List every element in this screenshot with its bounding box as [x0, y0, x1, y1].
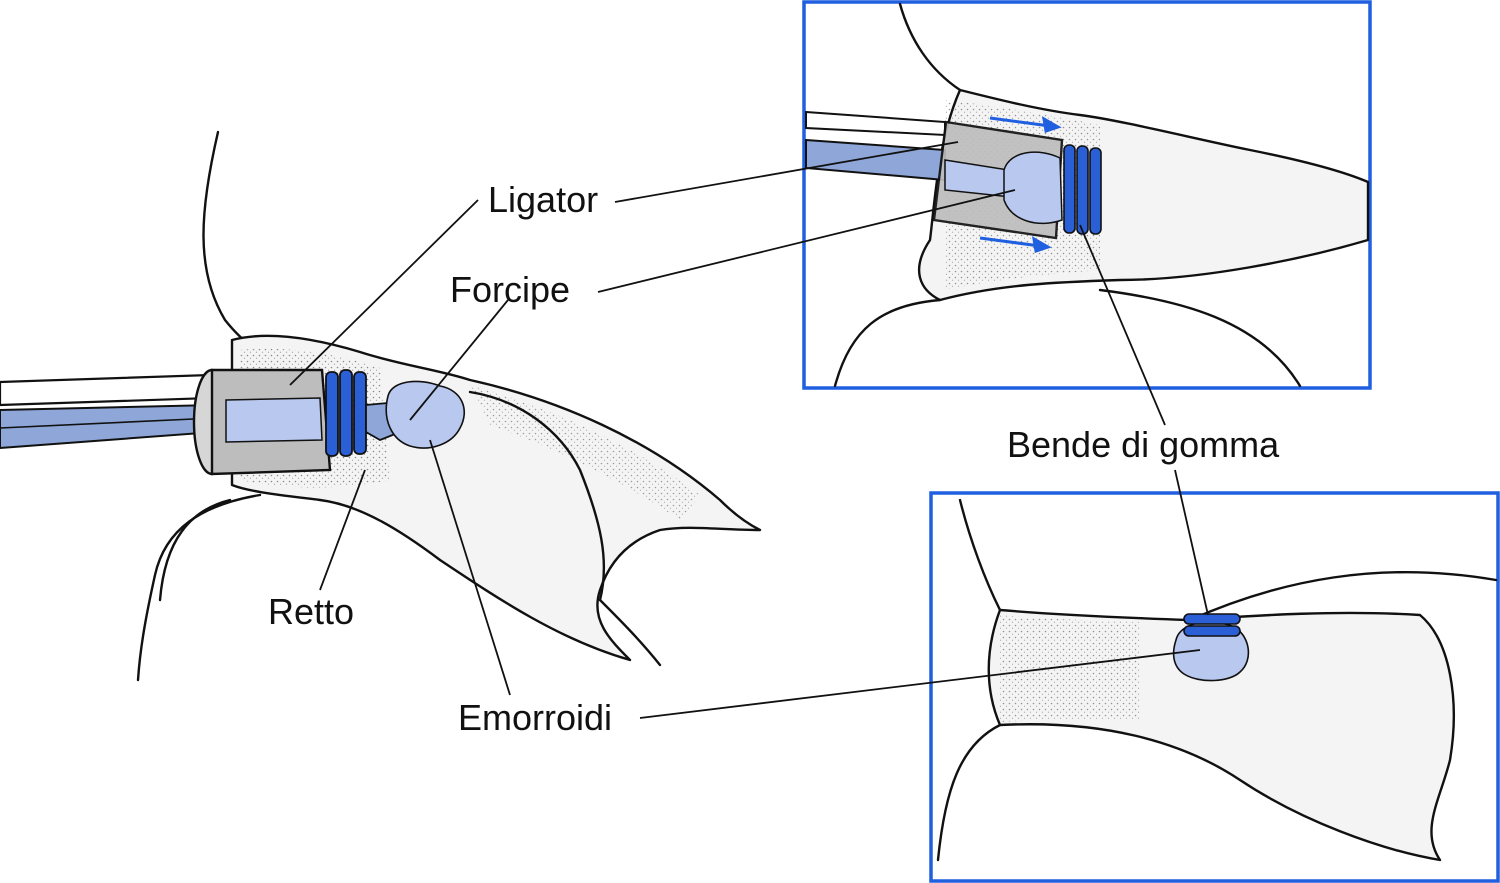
inset-bottom-upper-contour-2	[1188, 570, 1498, 622]
label-ligator: Ligator	[488, 179, 598, 220]
inset-top	[802, 0, 1372, 390]
band-3	[353, 371, 367, 455]
arrow-bottom-line	[979, 236, 1041, 248]
leader-ligator-inset	[614, 141, 959, 203]
forcipe-shaft-line	[0, 417, 216, 429]
arrow-top-line	[989, 116, 1051, 128]
leader-ligator-main	[289, 199, 479, 386]
leader-forcipe-inset	[597, 189, 1016, 293]
inset-top-upper-contour	[898, 2, 962, 92]
main-illustration	[0, 130, 762, 682]
upper-body-contour	[202, 130, 302, 367]
motion-arrows	[979, 116, 1062, 253]
leader-emorroidi-main	[429, 439, 511, 696]
lower-body-contour-2	[158, 498, 232, 602]
label-emorroidi: Emorroidi	[458, 697, 612, 738]
rectum-fold-1	[468, 390, 606, 602]
inset-band-2	[1076, 145, 1089, 235]
ligated-band-1	[1183, 613, 1241, 625]
leader-bende-bottom	[1174, 469, 1209, 616]
ligated-band-2	[1183, 625, 1241, 637]
band-2	[339, 369, 353, 457]
inset-band-1	[1063, 144, 1076, 234]
inset-bottom-stipple	[1000, 615, 1140, 722]
hemorrhoid	[385, 380, 465, 449]
leader-bende-top	[1079, 224, 1166, 426]
band-1	[325, 371, 339, 457]
ligator-bands	[325, 369, 367, 457]
inset-bottom-lower-contour	[936, 723, 1002, 862]
label-retto: Retto	[268, 591, 354, 632]
labels: Ligator Forcipe Retto Emorroidi Bende di…	[268, 179, 1280, 738]
inset-top-lower-contour-2	[1098, 288, 1302, 388]
rectum-fold-2	[598, 598, 662, 667]
inset-top-bands	[1063, 144, 1102, 235]
arrow-bottom-head	[1032, 236, 1052, 253]
lower-body-contour	[136, 493, 262, 682]
inset-top-lower-contour	[833, 298, 942, 388]
leader-emorroidi-inset	[639, 649, 1201, 719]
inset-hemorrhoid	[1003, 151, 1063, 225]
leader-lines	[289, 141, 1209, 719]
label-forcipe: Forcipe	[450, 269, 570, 310]
leader-retto	[319, 469, 366, 591]
ligator-inner	[225, 397, 323, 443]
leader-forcipe-main	[409, 299, 509, 421]
inset-bottom-upper-contour	[958, 498, 1002, 612]
label-bende-di-gomma: Bende di gomma	[1007, 424, 1280, 465]
arrow-top-head	[1042, 116, 1062, 133]
rectal-stipple-2	[470, 385, 700, 520]
ligator-shaft	[0, 373, 214, 407]
inset-band-3	[1089, 147, 1102, 235]
inset-bottom	[929, 491, 1500, 883]
